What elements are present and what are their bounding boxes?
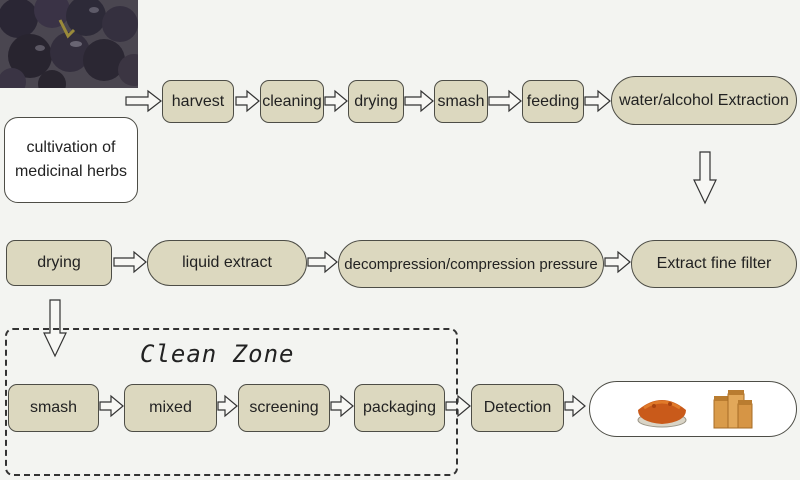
step-packaging: packaging <box>354 384 445 432</box>
cultivation-line1: cultivation of <box>26 139 116 156</box>
step-screening: screening <box>238 384 330 432</box>
arrow-to-harvest <box>125 89 162 113</box>
step-cleaning: cleaning <box>260 80 324 123</box>
arrow-feeding-extraction <box>584 89 611 113</box>
arrow-smash-mixed <box>99 394 124 418</box>
arrow-decompression-filter <box>604 250 631 274</box>
clean-zone-label: Clean Zone <box>140 340 295 368</box>
arrow-drying-liquid <box>113 250 147 274</box>
step-liquid-extract: liquid extract <box>147 240 307 286</box>
step-drying-2: drying <box>6 240 112 286</box>
step-harvest-label: harvest <box>171 92 225 110</box>
step-smash-1: smash <box>434 80 488 123</box>
step-screening-label: screening <box>249 399 319 416</box>
final-product <box>589 381 797 437</box>
step-drying-1-label: drying <box>354 92 398 110</box>
step-liquid-extract-label: liquid extract <box>182 254 272 271</box>
step-fine-filter: Extract fine filter <box>631 240 797 288</box>
step-smash-2: smash <box>8 384 99 432</box>
cultivation-line2: medicinal herbs <box>14 163 128 180</box>
arrow-harvest-cleaning <box>235 89 260 113</box>
cultivation-box: cultivation of medicinal herbs <box>4 117 138 203</box>
step-smash-1-label: smash <box>437 92 485 110</box>
step-feeding: feeding <box>522 80 584 123</box>
step-mixed: mixed <box>124 384 217 432</box>
extract-product-icon <box>637 390 753 429</box>
step-fine-filter-label: Extract fine filter <box>656 255 772 272</box>
step-smash-2-label: smash <box>29 399 78 416</box>
arrow-drying-smash <box>404 89 434 113</box>
step-cleaning-label: cleaning <box>262 92 322 110</box>
arrow-smash-feeding <box>488 89 522 113</box>
arrow-liquid-decompression <box>307 250 338 274</box>
step-extraction-label: water/alcohol Extraction <box>619 91 789 109</box>
arrow-extraction-down <box>693 151 717 205</box>
arrow-cleaning-drying <box>324 89 348 113</box>
step-extraction: water/alcohol Extraction <box>611 76 797 125</box>
step-detection-label: Detection <box>483 399 552 416</box>
arrow-screening-packaging <box>330 394 354 418</box>
step-mixed-label: mixed <box>149 399 192 416</box>
arrow-detection-result <box>564 394 586 418</box>
step-feeding-label: feeding <box>526 92 580 110</box>
clean-zone-frame <box>5 328 458 476</box>
step-detection: Detection <box>471 384 564 432</box>
arrow-mixed-screening <box>217 394 238 418</box>
step-decompression: decompression/compression pressure <box>338 240 604 288</box>
step-drying-2-label: drying <box>37 254 81 271</box>
arrow-packaging-detection <box>445 394 471 418</box>
grape-photo <box>0 0 138 88</box>
step-packaging-label: packaging <box>363 399 436 416</box>
step-drying-1: drying <box>348 80 404 123</box>
step-decompression-label: decompression/compression pressure <box>344 255 598 273</box>
step-harvest: harvest <box>162 80 234 123</box>
